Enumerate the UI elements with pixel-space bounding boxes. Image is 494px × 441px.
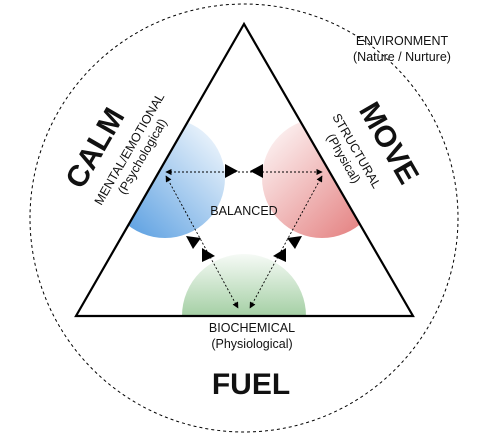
connector-arrows — [165, 168, 323, 309]
marker-right-upper — [287, 236, 302, 249]
environment-circle — [29, 3, 459, 433]
marker-top-left — [225, 164, 238, 178]
marker-top-right — [250, 164, 263, 178]
fuel-title: FUEL — [212, 368, 290, 401]
main-triangle — [74, 21, 415, 318]
marker-right-lower — [273, 248, 286, 262]
environment-label: ENVIRONMENT — [356, 34, 449, 48]
arrow-move-fuel — [249, 175, 323, 309]
arrow-calm-fuel — [165, 175, 239, 309]
marker-left-upper — [186, 236, 201, 249]
fuel-sublabel-2: (Physiological) — [211, 337, 292, 351]
balance-markers — [186, 164, 302, 262]
environment-sublabel: (Nature / Nurture) — [353, 50, 451, 64]
balanced-label: BALANCED — [210, 204, 277, 218]
marker-left-lower — [202, 248, 215, 262]
fuel-sublabel: BIOCHEMICAL — [209, 321, 295, 335]
